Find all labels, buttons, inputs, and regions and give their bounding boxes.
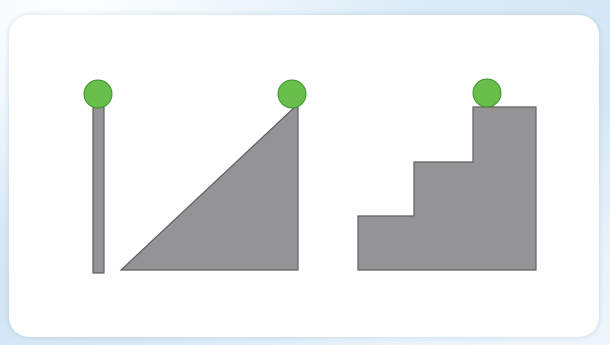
green-ball-icon <box>278 80 306 108</box>
figure-ramp <box>121 80 306 270</box>
figure-staircase <box>358 79 536 270</box>
figure-pole <box>84 80 112 273</box>
green-ball-icon <box>473 79 501 107</box>
vertical-pole-shape <box>93 106 104 273</box>
ramp-shape <box>121 104 298 270</box>
staircase-shape <box>358 107 536 270</box>
green-ball-icon <box>84 80 112 108</box>
